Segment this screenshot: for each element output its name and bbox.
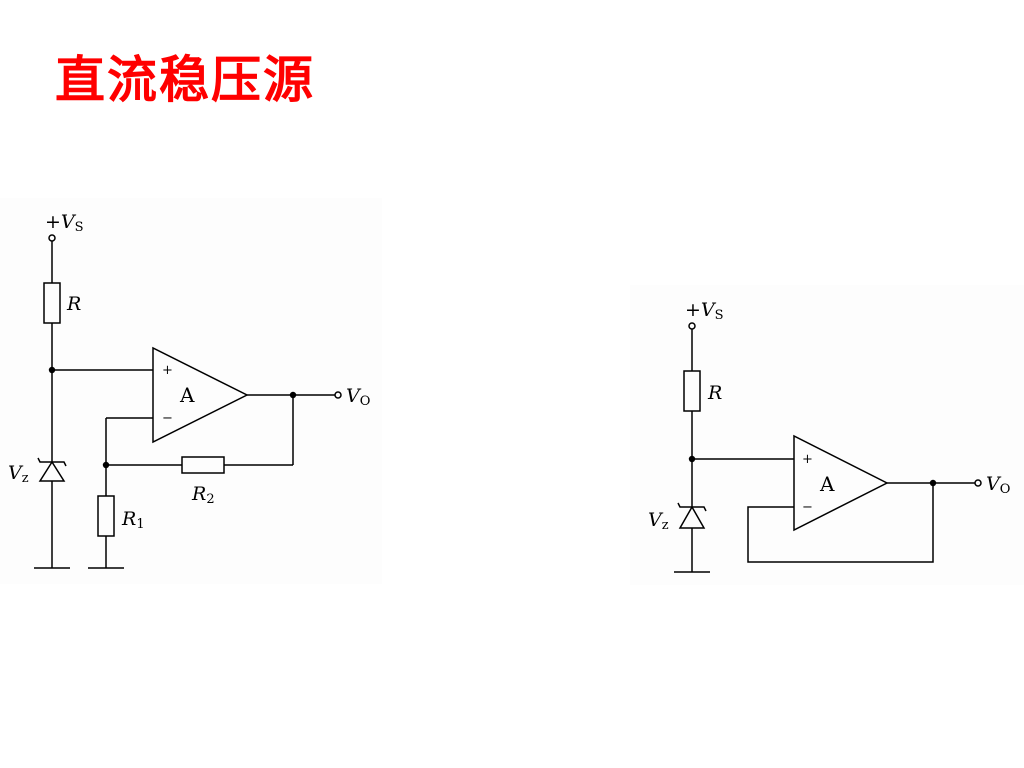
zener-diode xyxy=(38,460,66,482)
opamp xyxy=(793,434,889,532)
output-terminal xyxy=(334,391,342,399)
supply-terminal xyxy=(688,322,696,330)
resistor-r2 xyxy=(181,456,225,474)
resistor-r-label: R xyxy=(707,382,722,404)
resistor-r1 xyxy=(97,495,115,537)
circuit-right: +VS R Vz + − A VO xyxy=(630,285,1024,585)
circuit-left: +VS R Vz + − A VO R2 xyxy=(0,198,382,584)
zener-bar xyxy=(677,502,707,512)
resistor-r1-label: R1 xyxy=(121,508,145,532)
resistor-r xyxy=(683,370,701,412)
circuit-right-schematic: +VS R Vz + − A VO xyxy=(648,299,1010,573)
opamp xyxy=(152,346,249,444)
opamp-plus: + xyxy=(162,363,173,378)
supply-label: +VS xyxy=(45,211,84,235)
opamp-minus: − xyxy=(802,500,813,515)
supply-label: +VS xyxy=(685,299,724,323)
opamp-label: A xyxy=(179,383,195,407)
supply-terminal xyxy=(48,234,56,242)
opamp-label: A xyxy=(819,472,835,496)
resistor-r xyxy=(43,282,61,324)
slide-title: 直流稳压源 xyxy=(55,50,315,109)
zener-label: Vz xyxy=(8,462,29,486)
zener-label: Vz xyxy=(648,509,669,533)
zener-diode xyxy=(678,505,706,529)
output-label: VO xyxy=(986,473,1010,497)
zener-bar xyxy=(37,457,67,467)
output-label: VO xyxy=(346,385,370,409)
opamp-plus: + xyxy=(802,452,813,467)
resistor-r-label: R xyxy=(66,293,81,315)
output-terminal xyxy=(974,479,982,487)
feedback-wire xyxy=(747,483,934,563)
circuit-left-schematic: +VS R Vz + − A VO R2 xyxy=(8,211,370,569)
opamp-minus: − xyxy=(162,411,173,426)
resistor-r2-label: R2 xyxy=(191,483,215,507)
